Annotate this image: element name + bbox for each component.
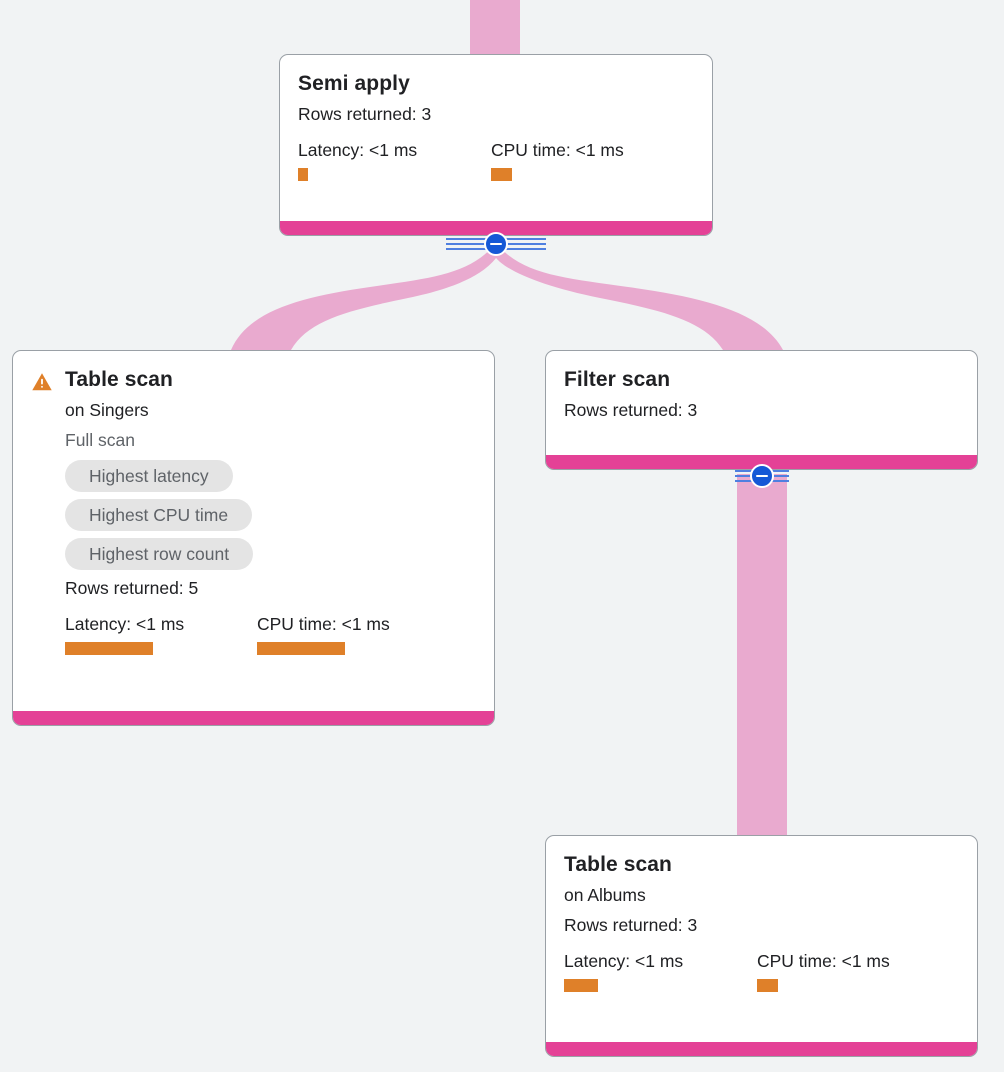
minus-circle-icon — [490, 242, 502, 246]
latency-metric: Latency: <1 ms — [65, 613, 257, 655]
edge-semi-apply-to-filter-scan — [496, 243, 783, 350]
warning-triangle-icon — [32, 373, 52, 391]
node-accent-bar — [280, 221, 712, 235]
node-title: Table scan — [564, 853, 672, 876]
chip-highest-row-count: Highest row count — [65, 538, 254, 570]
cpu-time-bar — [757, 979, 778, 992]
node-semi-apply-title-row: Semi apply — [298, 71, 694, 97]
node-table-scan-singers-title-row: Table scan — [31, 367, 476, 393]
node-semi-apply[interactable]: Semi apply Rows returned: 3 Latency: <1 … — [279, 54, 713, 236]
highlight-chips: Highest latency Highest CPU time Highest… — [31, 460, 476, 570]
cpu-metric: CPU time: <1 ms — [757, 950, 890, 992]
latency-label: Latency: <1 ms — [298, 140, 418, 160]
edge-semi-apply-to-table-scan-singers — [231, 243, 496, 350]
cpu-time-label: CPU time: <1 ms — [757, 951, 890, 971]
node-title: Table scan — [65, 368, 173, 391]
node-subject: on Singers — [65, 400, 149, 420]
node-semi-apply-body: Semi apply Rows returned: 3 Latency: <1 … — [280, 55, 712, 221]
minus-circle-icon — [756, 474, 768, 478]
latency-metric: Latency: <1 ms — [298, 139, 491, 181]
cpu-time-bar — [491, 168, 512, 181]
metrics-row: Latency: <1 ms CPU time: <1 ms — [564, 950, 959, 992]
edge-into-semi-apply — [470, 0, 520, 58]
node-accent-bar — [13, 711, 494, 725]
node-subject: on Albums — [564, 885, 646, 905]
node-table-scan-albums-title-row: Table scan — [564, 852, 959, 878]
cpu-time-label: CPU time: <1 ms — [491, 140, 624, 160]
node-filter-scan[interactable]: Filter scan Rows returned: 3 — [545, 350, 978, 470]
metrics-row: Latency: <1 ms CPU time: <1 ms — [298, 139, 694, 181]
node-table-scan-albums-body: Table scan on Albums Rows returned: 3 La… — [546, 836, 977, 1042]
node-accent-bar — [546, 455, 977, 469]
latency-bar — [65, 642, 153, 655]
rows-returned: Rows returned: 3 — [564, 400, 698, 420]
toggle-semi-apply[interactable] — [484, 232, 508, 256]
chip-highest-cpu-time: Highest CPU time — [65, 499, 253, 531]
cpu-time-label: CPU time: <1 ms — [257, 614, 390, 634]
cpu-metric: CPU time: <1 ms — [491, 139, 624, 181]
node-table-scan-albums[interactable]: Table scan on Albums Rows returned: 3 La… — [545, 835, 978, 1057]
latency-metric: Latency: <1 ms — [564, 950, 757, 992]
latency-bar — [298, 168, 308, 181]
cpu-metric: CPU time: <1 ms — [257, 613, 390, 655]
node-table-scan-singers-body: Table scan on Singers Full scan Highest … — [13, 351, 494, 711]
rows-returned: Rows returned: 3 — [564, 915, 698, 935]
latency-label: Latency: <1 ms — [564, 951, 684, 971]
metrics-row: Latency: <1 ms CPU time: <1 ms — [31, 613, 476, 655]
edge-filter-scan-to-table-scan-albums — [737, 474, 787, 842]
node-filter-scan-title-row: Filter scan — [564, 367, 959, 393]
node-title: Semi apply — [298, 72, 410, 95]
rows-returned: Rows returned: 5 — [65, 578, 199, 598]
toggle-filter-scan[interactable] — [750, 464, 774, 488]
latency-label: Latency: <1 ms — [65, 614, 185, 634]
rows-returned: Rows returned: 3 — [298, 104, 432, 124]
node-title: Filter scan — [564, 368, 671, 391]
node-scan-type: Full scan — [65, 430, 136, 450]
node-accent-bar — [546, 1042, 977, 1056]
cpu-time-bar — [257, 642, 345, 655]
latency-bar — [564, 979, 598, 992]
chip-highest-latency: Highest latency — [65, 460, 233, 492]
node-table-scan-singers[interactable]: Table scan on Singers Full scan Highest … — [12, 350, 495, 726]
node-filter-scan-body: Filter scan Rows returned: 3 — [546, 351, 977, 455]
